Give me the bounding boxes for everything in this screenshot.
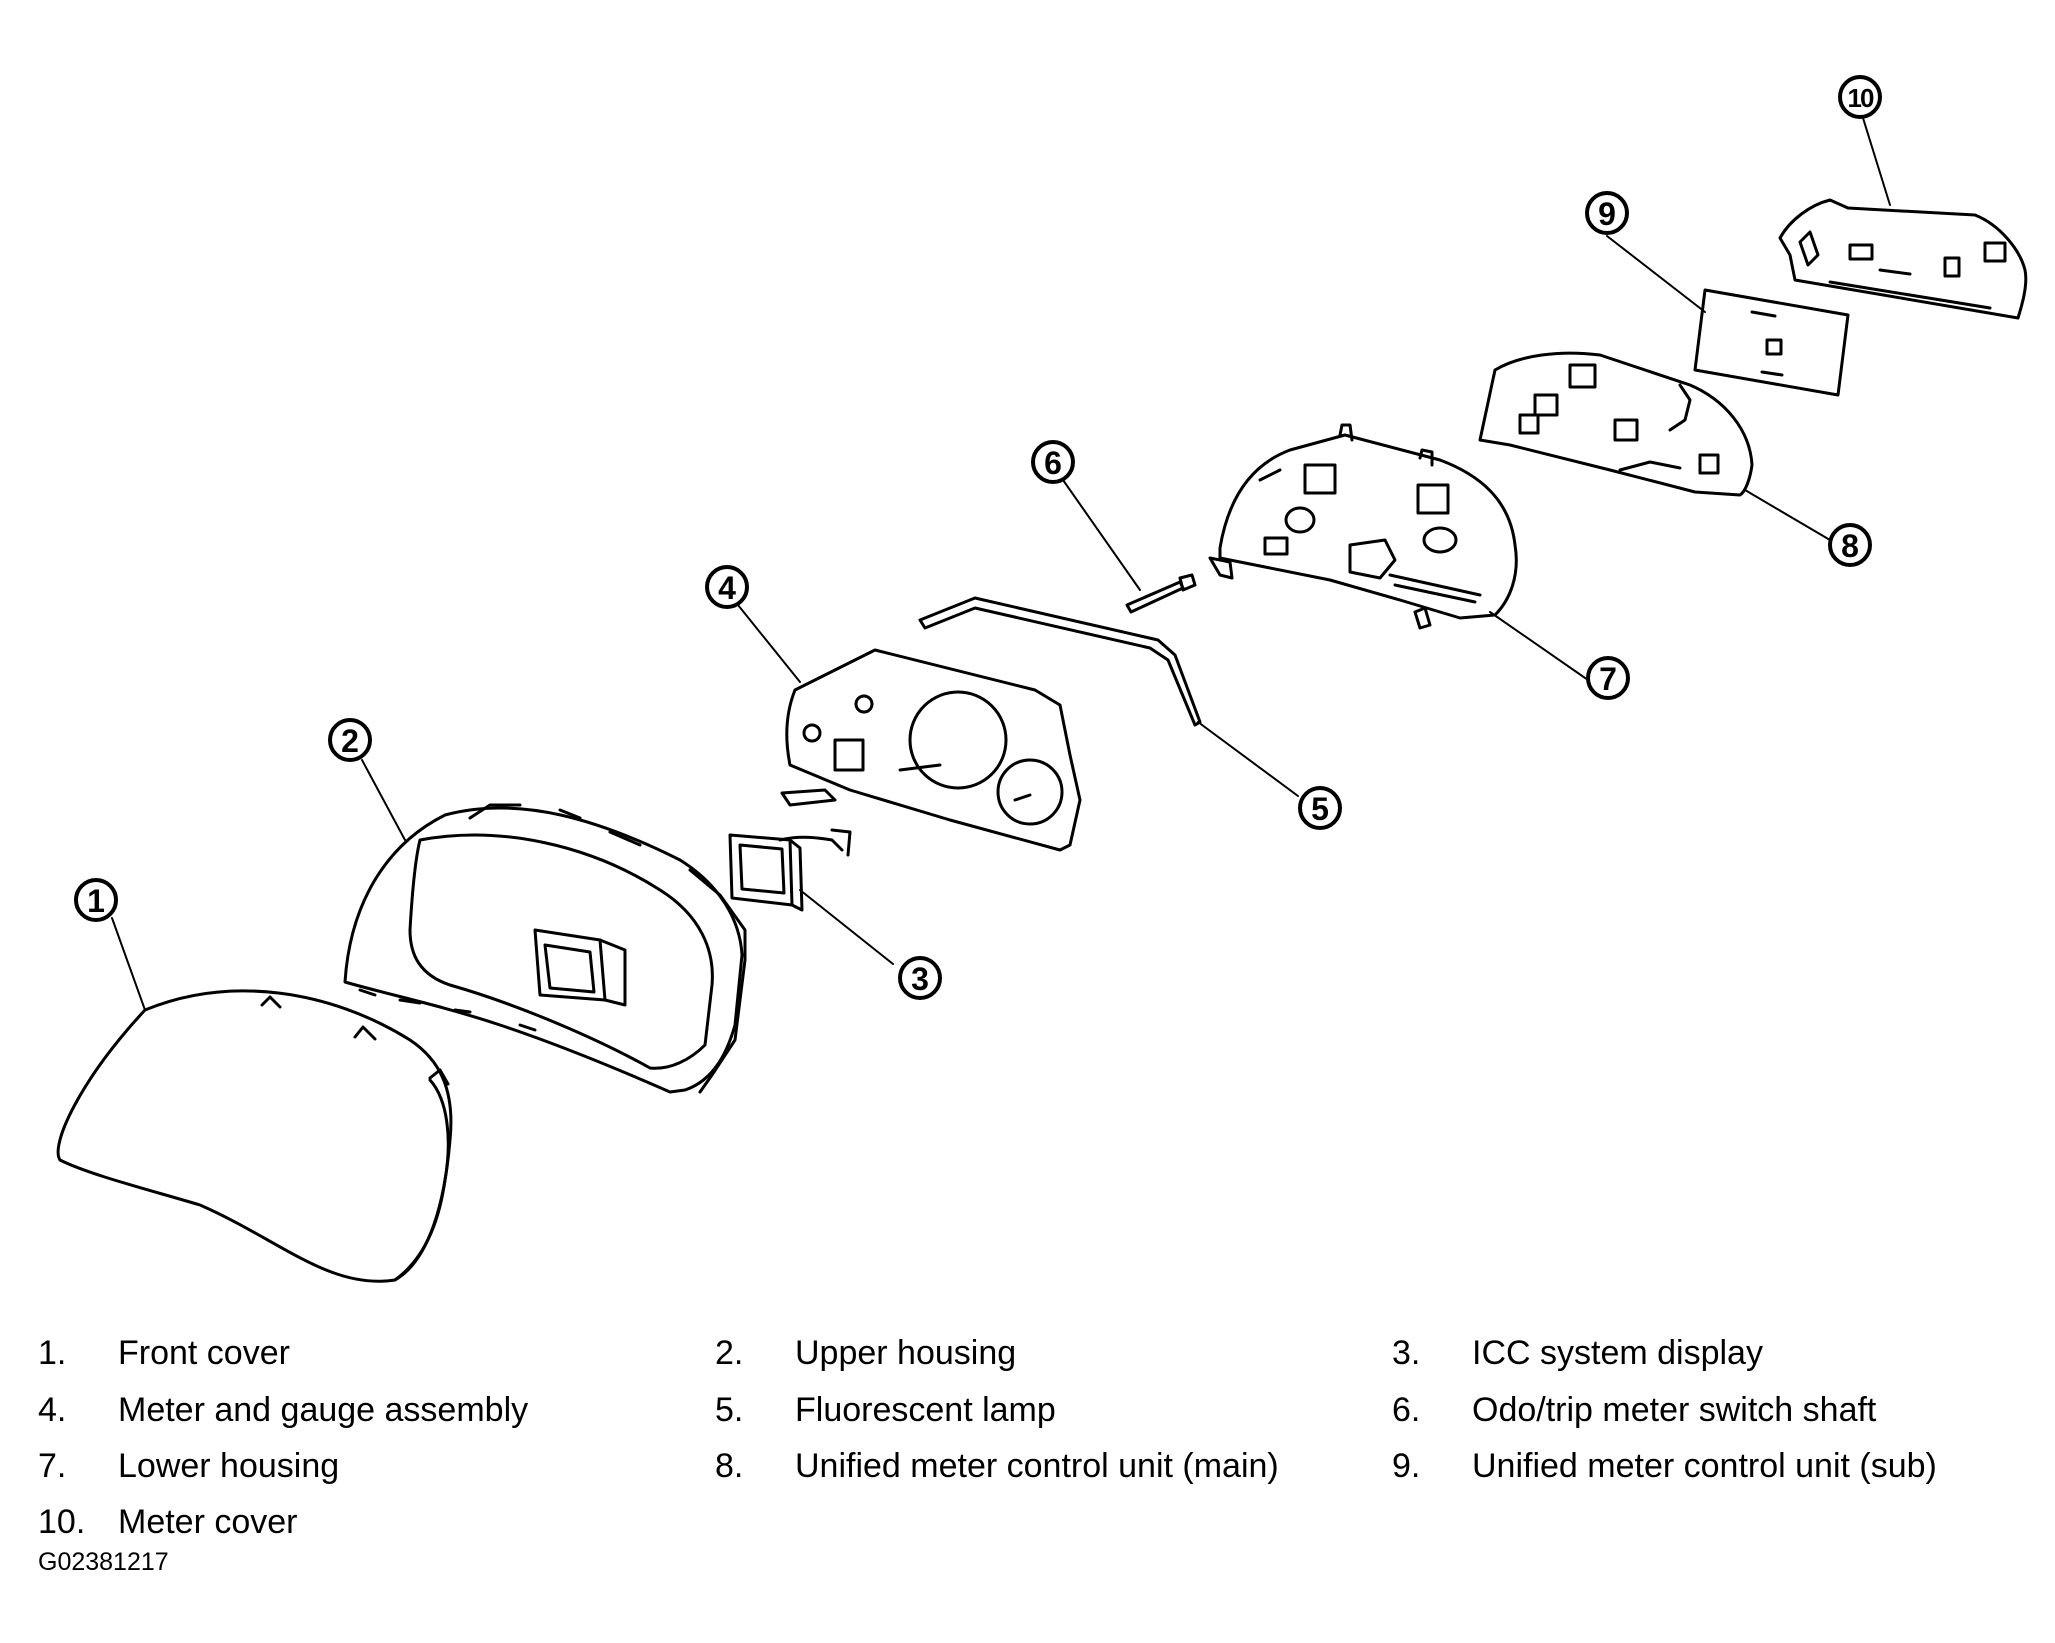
legend-number: 1. [38,1334,67,1372]
legend-label: Fluorescent lamp [795,1391,1056,1429]
callout-1: 1 [74,878,118,922]
legend-number: 10. [38,1503,86,1541]
lower-housing-part [1208,423,1518,630]
callout-10: 10 [1838,75,1882,119]
upper-housing-part [343,803,747,1094]
svg-text:3: 3 [911,961,929,997]
legend-label: Unified meter control unit (sub) [1472,1447,1937,1485]
callout-4: 4 [705,565,749,609]
figure-code: G02381217 [38,1548,169,1576]
svg-text:10: 10 [1848,83,1874,113]
svg-text:8: 8 [1841,528,1859,564]
callout-9: 9 [1585,191,1629,235]
legend-number: 2. [715,1334,744,1372]
unified-meter-control-unit-sub-part [1693,288,1850,397]
legend-label: Front cover [118,1334,290,1372]
unified-meter-control-unit-main-part [1478,351,1754,497]
leader-lines [111,117,1891,1011]
odo-trip-switch-shaft-part [1125,573,1197,614]
legend-number: 5. [715,1391,744,1429]
callout-3: 3 [898,956,942,1000]
svg-text:4: 4 [718,570,736,606]
callout-7: 7 [1586,656,1630,700]
legend-number: 4. [38,1391,67,1429]
svg-text:2: 2 [341,723,359,759]
callout-8: 8 [1828,523,1872,567]
exploded-view-diagram: 1 2 3 4 5 6 7 8 [56,75,2028,1283]
svg-text:7: 7 [1599,661,1617,697]
legend-label: Odo/trip meter switch shaft [1472,1391,1877,1429]
legend-label: Upper housing [795,1334,1017,1372]
svg-text:5: 5 [1311,791,1329,827]
meter-cover-part [1778,198,2028,320]
front-cover-part [56,989,453,1283]
svg-text:9: 9 [1598,196,1616,232]
legend-label: ICC system display [1472,1334,1763,1372]
legend-label: Lower housing [118,1447,340,1485]
svg-text:6: 6 [1044,445,1062,481]
fluorescent-lamp-part [918,596,1202,727]
icc-system-display-part [728,828,852,912]
callout-5: 5 [1298,786,1342,830]
legend-number: 6. [1392,1391,1421,1429]
meter-gauge-assembly-part [780,648,1082,852]
legend-label: Meter cover [118,1503,298,1541]
legend-label: Unified meter control unit (main) [795,1447,1279,1485]
callouts: 1 2 3 4 5 6 7 8 [74,75,1882,1000]
legend-number: 7. [38,1447,67,1485]
legend-number: 3. [1392,1334,1421,1372]
svg-text:1: 1 [87,883,105,919]
callout-2: 2 [328,718,372,762]
legend-number: 9. [1392,1447,1421,1485]
callout-6: 6 [1031,440,1075,484]
legend-label: Meter and gauge assembly [118,1391,529,1429]
legend-number: 8. [715,1447,744,1485]
